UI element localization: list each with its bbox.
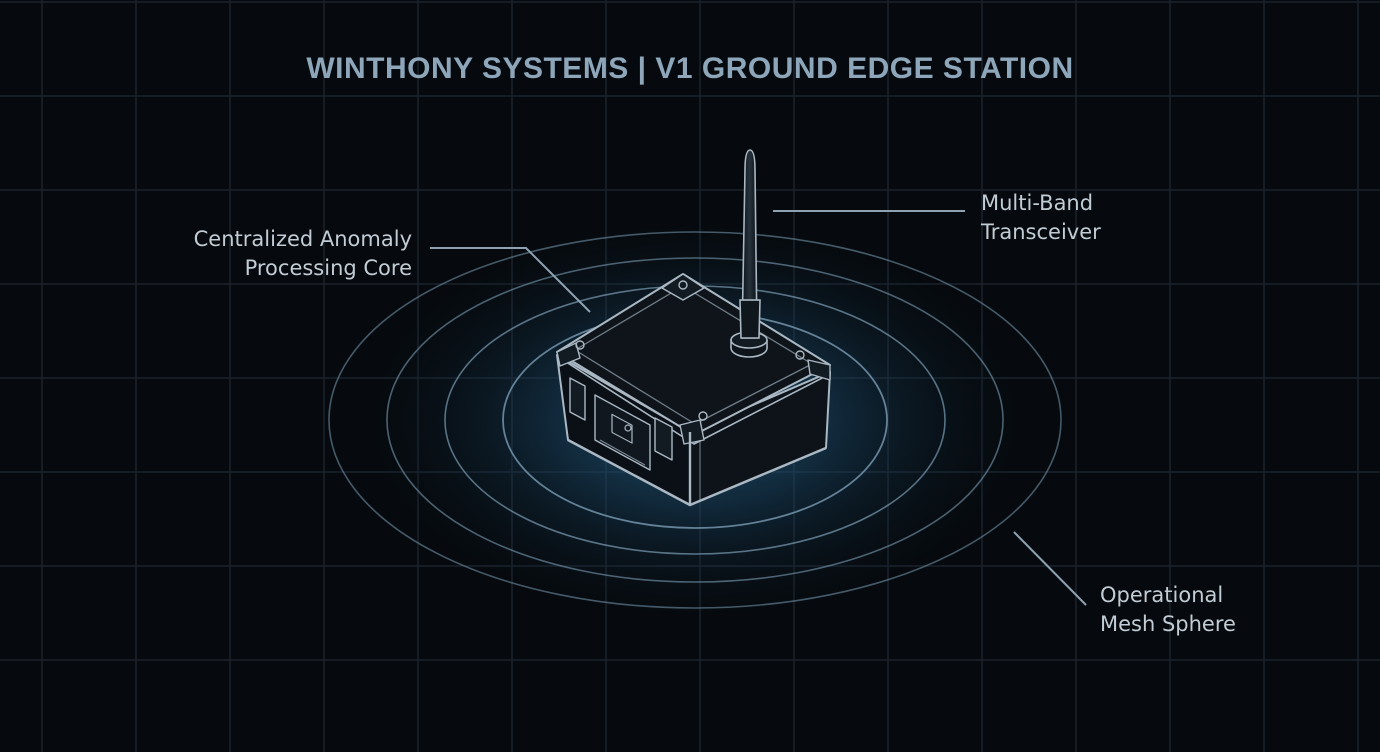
leader-line-mesh: [1013, 531, 1087, 606]
callout-mesh-sphere: Operational Mesh Sphere: [1100, 581, 1236, 639]
callout-transceiver: Multi-Band Transceiver: [981, 189, 1101, 247]
antenna: [730, 149, 768, 358]
callout-transceiver-line1: Multi-Band: [981, 191, 1094, 215]
callout-mesh-line1: Operational: [1100, 583, 1224, 607]
callout-mesh-line2: Mesh Sphere: [1100, 612, 1236, 636]
leader-line-core: [430, 247, 591, 313]
callout-core-line2: Processing Core: [244, 256, 412, 280]
callout-transceiver-line2: Transceiver: [981, 220, 1101, 244]
mesh-ring-outer: [328, 231, 1062, 609]
callout-processing-core: Centralized Anomaly Processing Core: [150, 225, 412, 283]
callout-core-line1: Centralized Anomaly: [193, 227, 412, 251]
page-title: WINTHONY SYSTEMS | V1 GROUND EDGE STATIO…: [306, 52, 1074, 85]
mesh-ring-3: [386, 257, 1004, 583]
leader-lines: [430, 210, 1087, 606]
antenna-rod: [741, 149, 758, 339]
ground-station-device: [556, 273, 831, 507]
